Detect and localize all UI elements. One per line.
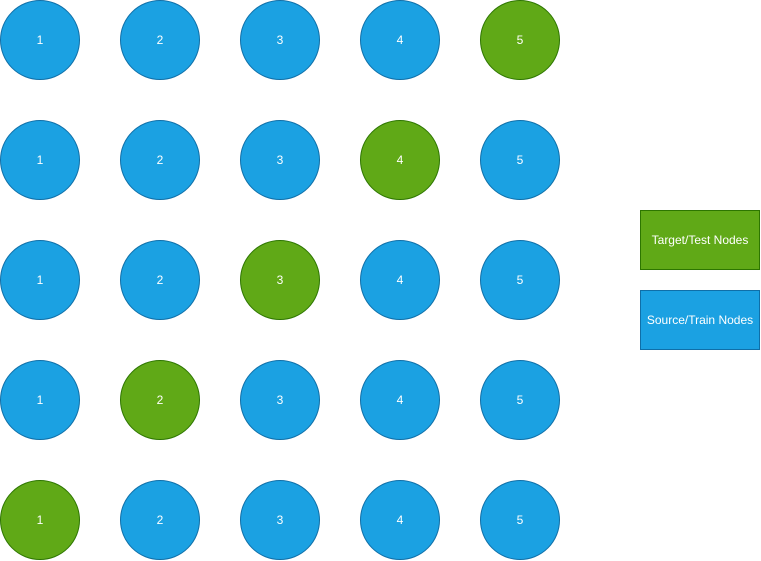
target-node-r5-c1: 1 <box>0 480 80 560</box>
target-node-r4-c2: 2 <box>120 360 200 440</box>
target-node-r3-c3: 3 <box>240 240 320 320</box>
source-node-r2-c5: 5 <box>480 120 560 200</box>
source-node-r2-c2: 2 <box>120 120 200 200</box>
target-node-r1-c5: 5 <box>480 0 560 80</box>
source-node-r4-c4: 4 <box>360 360 440 440</box>
source-node-r4-c3: 3 <box>240 360 320 440</box>
source-node-r1-c3: 3 <box>240 0 320 80</box>
source-node-r3-c5: 5 <box>480 240 560 320</box>
source-node-r5-c3: 3 <box>240 480 320 560</box>
source-node-r1-c2: 2 <box>120 0 200 80</box>
source-node-r3-c1: 1 <box>0 240 80 320</box>
source-node-r4-c5: 5 <box>480 360 560 440</box>
source-node-r3-c4: 4 <box>360 240 440 320</box>
source-node-r3-c2: 2 <box>120 240 200 320</box>
source-node-r1-c4: 4 <box>360 0 440 80</box>
legend-target-test-nodes: Target/Test Nodes <box>640 210 760 270</box>
source-node-r5-c2: 2 <box>120 480 200 560</box>
source-node-r4-c1: 1 <box>0 360 80 440</box>
legend-source-train-nodes: Source/Train Nodes <box>640 290 760 350</box>
source-node-r2-c1: 1 <box>0 120 80 200</box>
source-node-r1-c1: 1 <box>0 0 80 80</box>
source-node-r5-c5: 5 <box>480 480 560 560</box>
source-node-r5-c4: 4 <box>360 480 440 560</box>
source-node-r2-c3: 3 <box>240 120 320 200</box>
target-node-r2-c4: 4 <box>360 120 440 200</box>
